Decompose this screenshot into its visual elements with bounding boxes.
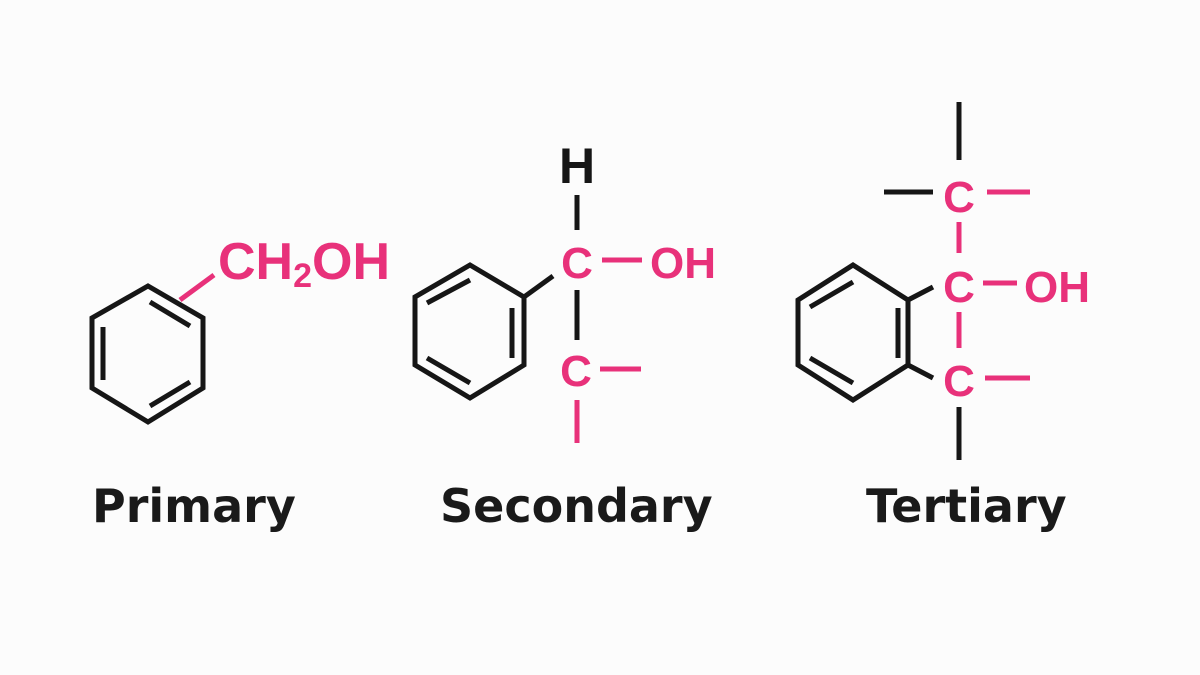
ring-double-bond <box>425 355 472 386</box>
ring-double-bond <box>808 355 855 386</box>
bond-ring-to-ch2oh <box>178 272 216 303</box>
secondary-structure: H C OH C Secondary <box>412 138 716 533</box>
top-carbon: C <box>943 173 975 222</box>
hydroxyl-group: OH <box>650 239 716 288</box>
ch2oh-group: CH2OH <box>218 233 390 295</box>
ring-double-bond <box>808 279 855 310</box>
ring-double-bond <box>425 277 472 306</box>
carbinol-carbon: C <box>561 239 593 288</box>
label-secondary: Secondary <box>440 479 713 533</box>
label-primary: Primary <box>92 479 296 533</box>
primary-structure: CH2OH Primary <box>89 233 390 533</box>
ring-double-bond <box>148 379 192 409</box>
ring-double-bond <box>148 299 192 329</box>
bond-ring-to-carbinol <box>906 284 935 303</box>
bond-ring-to-carbon <box>522 273 555 300</box>
label-tertiary: Tertiary <box>866 479 1067 533</box>
bond-ring-to-lower-carbon <box>906 362 935 381</box>
benzene-ring <box>412 262 527 401</box>
tertiary-structure: C C OH C Tertiary <box>795 102 1090 533</box>
carbinol-carbon: C <box>943 263 975 312</box>
hydroxyl-group: OH <box>1024 263 1090 312</box>
benzene-ring <box>795 262 911 403</box>
benzene-ring <box>89 283 206 425</box>
hydrogen-atom: H <box>559 138 595 194</box>
lower-carbon: C <box>560 347 592 396</box>
lower-carbon: C <box>943 357 975 406</box>
